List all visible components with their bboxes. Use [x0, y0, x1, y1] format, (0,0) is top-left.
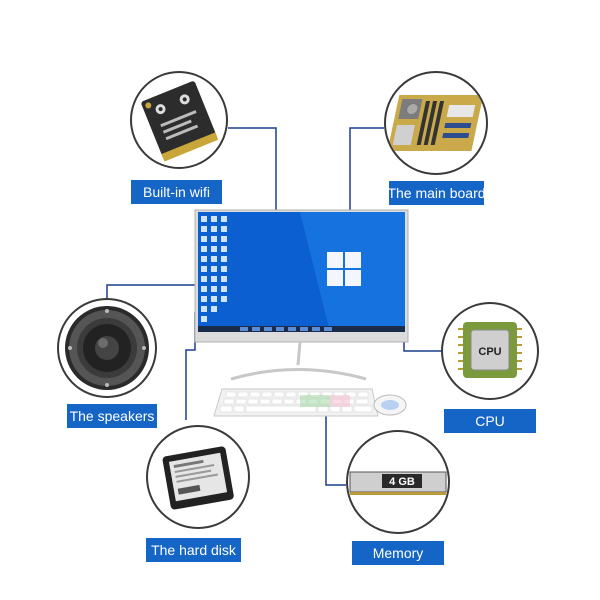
- harddisk-circle: [146, 425, 250, 529]
- wifi-card-icon: [141, 81, 219, 162]
- harddisk-connector: [185, 312, 196, 420]
- mainboard-connector: [349, 127, 384, 212]
- memory-label: Memory: [352, 541, 444, 565]
- ssd-icon: [162, 446, 234, 510]
- cpu-label: CPU: [444, 409, 536, 433]
- speaker-icon: [65, 306, 149, 390]
- cpu-circle: CPU: [441, 302, 539, 400]
- memory-circle: 4 GB: [346, 430, 450, 534]
- cpu-connector: [403, 342, 441, 352]
- ram-stick-icon: 4 GB: [349, 471, 447, 495]
- memory-connector: [325, 405, 346, 486]
- cpu-chip-icon: CPU: [458, 322, 522, 378]
- speakers-label: The speakers: [67, 404, 157, 428]
- wifi-connector: [228, 127, 277, 212]
- motherboard-icon: [387, 95, 484, 151]
- cpu-chip-text: CPU: [478, 346, 501, 358]
- speaker-circle: [57, 298, 157, 398]
- wifi-card-circle: [130, 71, 228, 169]
- mainboard-circle: [384, 71, 488, 175]
- harddisk-label: The hard disk: [146, 538, 241, 562]
- speakers-connector: [106, 284, 197, 300]
- memory-chip-text: 4 GB: [389, 476, 415, 488]
- mainboard-label: The main board: [387, 181, 486, 205]
- wifi-label: Built-in wifi: [131, 180, 222, 204]
